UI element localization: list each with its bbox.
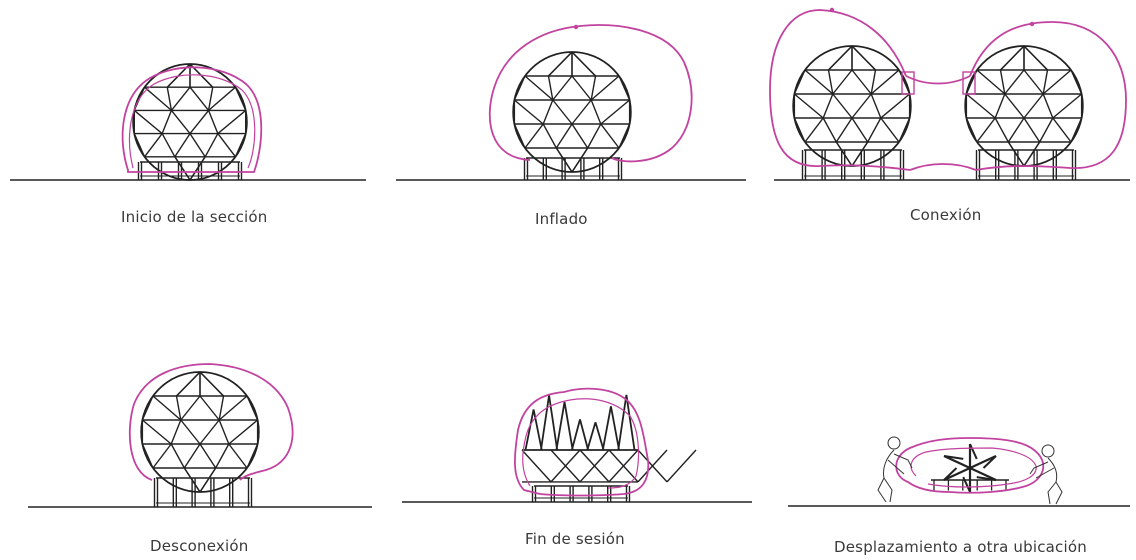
- stage-start-panel: Inicio de la sección: [0, 0, 380, 280]
- person-figure-left: [878, 437, 912, 502]
- stage-relocate-panel: Desplazamiento a otra ubicación: [760, 280, 1136, 560]
- membrane-outline-right: [970, 22, 1126, 170]
- membrane-valve: [830, 8, 834, 12]
- stage-end-illustration: [380, 280, 760, 560]
- stage-connect-illustration: [760, 0, 1136, 280]
- stage-end-panel: Fin de sesión: [380, 280, 760, 560]
- stage-disconnect-panel: Desconexión: [0, 280, 380, 560]
- dome-legs: [977, 150, 1076, 180]
- stage-caption: Desconexión: [150, 537, 248, 555]
- membrane-valve: [1030, 22, 1034, 26]
- membrane-outline: [130, 364, 293, 480]
- stage-caption: Inicio de la sección: [121, 208, 268, 226]
- geodesic-dome: [965, 46, 1083, 166]
- membrane-connector: [906, 76, 976, 170]
- dome-legs: [139, 162, 242, 180]
- membrane-outline-left: [770, 10, 910, 170]
- geodesic-dome: [793, 46, 911, 166]
- stage-inflate-illustration: [380, 0, 760, 280]
- stage-caption: Fin de sesión: [525, 530, 625, 548]
- person-figure-right: [1030, 445, 1062, 504]
- stage-caption: Conexión: [910, 206, 981, 224]
- geodesic-dome: [513, 52, 631, 172]
- stage-inflate-panel: Inflado: [380, 0, 760, 280]
- stage-caption: Desplazamiento a otra ubicación: [834, 538, 1087, 556]
- stage-start-illustration: [0, 0, 380, 280]
- geodesic-dome: [141, 372, 259, 492]
- stage-connect-panel: Conexión: [760, 0, 1136, 280]
- stage-disconnect-illustration: [0, 280, 380, 560]
- stage-relocate-illustration: [760, 280, 1136, 560]
- membrane-valve: [574, 25, 578, 29]
- stage-caption: Inflado: [535, 210, 588, 228]
